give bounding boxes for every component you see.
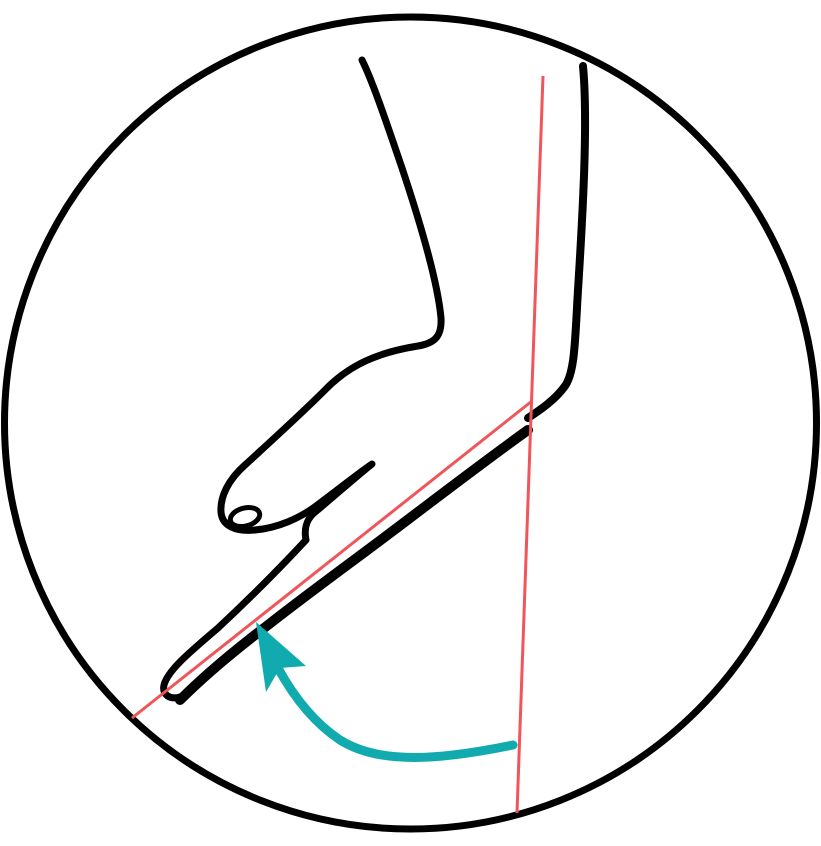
hand-outline	[160, 56, 590, 705]
circle-frame	[1, 13, 820, 833]
rotation-arrow-head	[256, 622, 306, 692]
rotation-arrow-shaft	[273, 663, 518, 762]
vertical-reference-line	[515, 75, 545, 814]
hand-angle-line	[131, 399, 533, 720]
forearm-right-edge	[524, 62, 590, 422]
thumb-nail	[227, 504, 263, 530]
rotation-arrow	[256, 622, 518, 762]
palm-underside-edge	[175, 425, 533, 705]
forearm-left-edge	[160, 56, 445, 702]
